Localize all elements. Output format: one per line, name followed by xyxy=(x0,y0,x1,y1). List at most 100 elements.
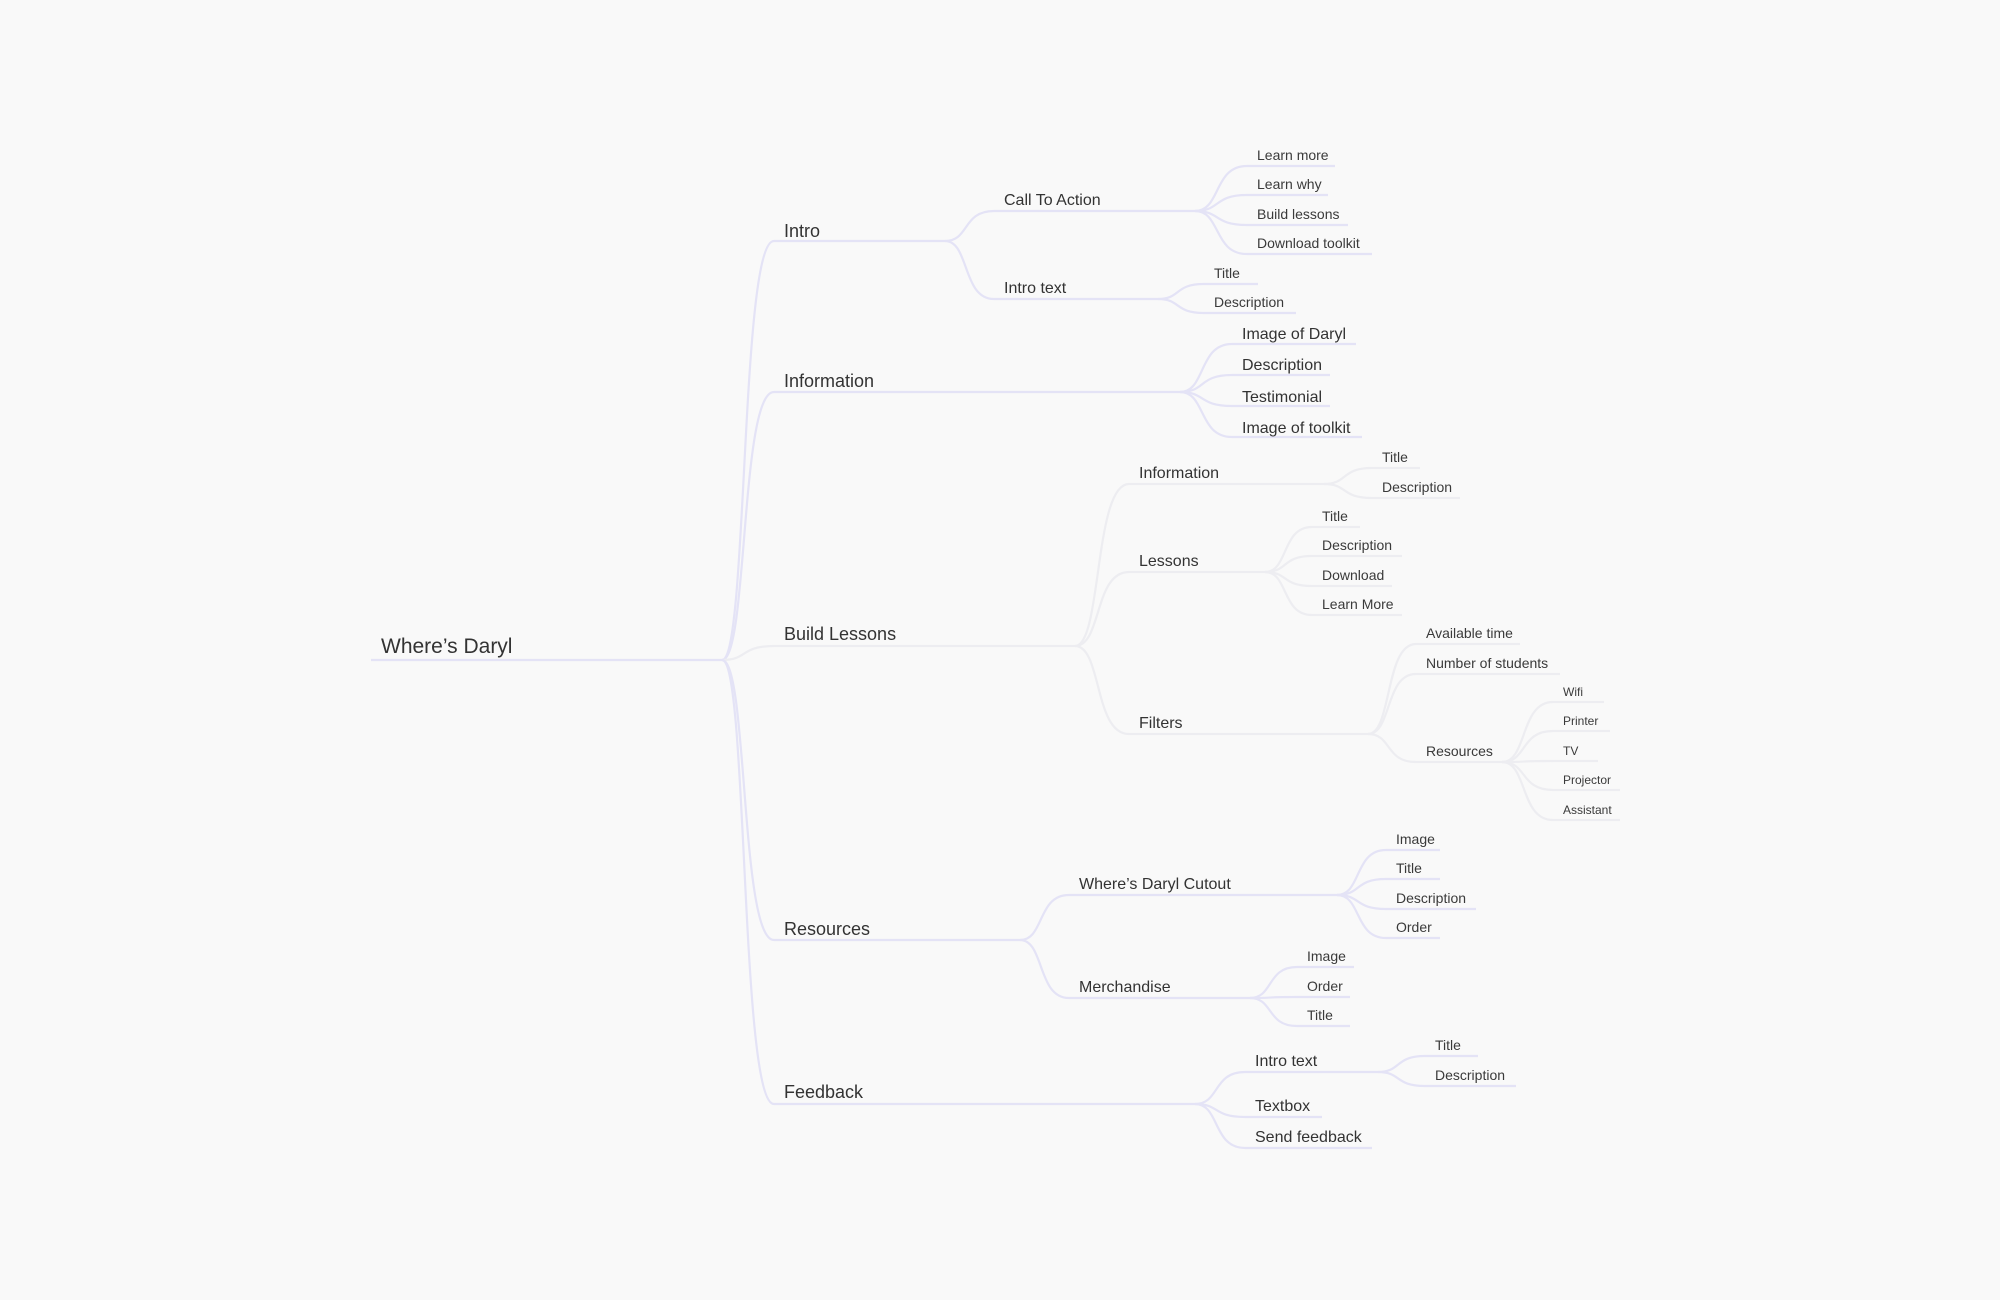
topic-label: Available time xyxy=(1426,625,1513,641)
topic-label: Information xyxy=(1139,465,1219,482)
topic-node-filters[interactable]: Filters xyxy=(1129,715,1368,736)
topic-node-learn-more[interactable]: Learn More xyxy=(1312,596,1402,617)
topic-node-resources[interactable]: Resources xyxy=(774,919,1020,942)
topic-node-description[interactable]: Description xyxy=(1204,294,1296,315)
topic-label: Learn more xyxy=(1257,147,1329,163)
topic-label: Printer xyxy=(1563,714,1598,728)
topic-node-build-lessons[interactable]: Build lessons xyxy=(1247,206,1348,227)
topic-node-title[interactable]: Title xyxy=(1312,508,1360,529)
root-topic-wheres-daryl[interactable]: Where’s Daryl xyxy=(371,635,722,662)
connector-image-of-daryl xyxy=(1179,342,1233,394)
topic-label: Assistant xyxy=(1563,803,1612,817)
topic-node-learn-more[interactable]: Learn more xyxy=(1247,147,1335,168)
connector-learn-more xyxy=(1194,164,1248,213)
topic-node-printer[interactable]: Printer xyxy=(1553,714,1610,733)
topic-label: Description xyxy=(1322,537,1392,553)
topic-label: Download toolkit xyxy=(1257,235,1360,251)
topic-node-tv[interactable]: TV xyxy=(1553,744,1598,763)
topic-label: Testimonial xyxy=(1242,389,1322,406)
topic-node-description[interactable]: Description xyxy=(1312,537,1402,558)
topic-node-wheres-daryl-cutout[interactable]: Where’s Daryl Cutout xyxy=(1069,876,1337,897)
topic-label: Call To Action xyxy=(1004,192,1101,209)
topic-label: Order xyxy=(1396,919,1432,935)
topic-node-textbox[interactable]: Textbox xyxy=(1245,1098,1322,1119)
topic-label: Textbox xyxy=(1255,1098,1310,1115)
topic-label: Description xyxy=(1214,294,1284,310)
topic-label: Title xyxy=(1214,265,1240,281)
topic-node-title[interactable]: Title xyxy=(1297,1007,1350,1028)
connector-title xyxy=(1264,525,1313,574)
connector-available-time xyxy=(1367,642,1417,736)
topic-node-learn-why[interactable]: Learn why xyxy=(1247,176,1328,197)
connector-filters xyxy=(1074,644,1130,736)
connector-wheres-daryl-cutout xyxy=(1019,893,1070,942)
connector-image-of-toolkit xyxy=(1179,390,1233,439)
topic-node-feedback[interactable]: Feedback xyxy=(774,1082,1195,1106)
topic-node-resources[interactable]: Resources xyxy=(1416,743,1502,764)
connector-assistant xyxy=(1501,760,1554,822)
topic-node-call-to-action[interactable]: Call To Action xyxy=(994,192,1195,213)
topic-node-intro-text[interactable]: Intro text xyxy=(994,280,1158,301)
topic-node-wifi[interactable]: Wifi xyxy=(1553,685,1604,704)
topic-node-assistant[interactable]: Assistant xyxy=(1553,803,1620,822)
topic-label: Intro xyxy=(784,221,820,241)
topic-node-description[interactable]: Description xyxy=(1425,1067,1516,1088)
topic-node-image-of-toolkit[interactable]: Image of toolkit xyxy=(1232,420,1362,439)
connector-printer xyxy=(1501,729,1554,764)
connector-call-to-action xyxy=(944,209,995,243)
topic-label: Information xyxy=(784,371,874,391)
topic-node-number-of-students[interactable]: Number of students xyxy=(1416,655,1560,676)
topic-label: Title xyxy=(1307,1007,1333,1023)
topic-node-merchandise[interactable]: Merchandise xyxy=(1069,979,1250,1000)
topic-label: Send feedback xyxy=(1255,1129,1363,1146)
connector-title xyxy=(1377,1054,1426,1074)
topic-node-intro-text[interactable]: Intro text xyxy=(1245,1053,1378,1074)
topic-label: Number of students xyxy=(1426,655,1548,671)
connector-information xyxy=(1074,482,1130,648)
topic-node-download-toolkit[interactable]: Download toolkit xyxy=(1247,235,1372,256)
connector-projector xyxy=(1501,760,1554,792)
connector-resources xyxy=(721,658,775,942)
connector-feedback xyxy=(720,658,775,1106)
topic-node-available-time[interactable]: Available time xyxy=(1416,625,1520,646)
topic-node-projector[interactable]: Projector xyxy=(1553,773,1620,792)
topic-node-description[interactable]: Description xyxy=(1372,479,1460,500)
topic-node-title[interactable]: Title xyxy=(1204,265,1258,286)
topic-label: Lessons xyxy=(1139,553,1199,570)
topic-node-title[interactable]: Title xyxy=(1425,1037,1478,1058)
connector-order xyxy=(1249,995,1298,1000)
connector-title xyxy=(1249,996,1298,1028)
topic-label: Resources xyxy=(1426,743,1493,759)
topic-label: Title xyxy=(1382,449,1408,465)
connector-number-of-students xyxy=(1367,672,1417,736)
topic-node-testimonial[interactable]: Testimonial xyxy=(1232,389,1330,408)
topic-node-information[interactable]: Information xyxy=(1129,465,1324,486)
topic-label: Description xyxy=(1242,357,1322,374)
connector-send-feedback xyxy=(1194,1102,1246,1150)
topic-node-title[interactable]: Title xyxy=(1386,860,1440,881)
topic-node-image[interactable]: Image xyxy=(1386,831,1440,852)
topic-node-image[interactable]: Image xyxy=(1297,948,1354,969)
topic-node-title[interactable]: Title xyxy=(1372,449,1420,470)
topic-node-intro[interactable]: Intro xyxy=(774,221,945,243)
topic-label: Title xyxy=(1396,860,1422,876)
topic-label: Title xyxy=(1322,508,1348,524)
topic-node-description[interactable]: Description xyxy=(1232,357,1330,377)
topic-node-send-feedback[interactable]: Send feedback xyxy=(1245,1129,1372,1150)
topic-node-order[interactable]: Order xyxy=(1297,978,1350,999)
topic-node-order[interactable]: Order xyxy=(1386,919,1440,940)
topic-label: Title xyxy=(1435,1037,1461,1053)
connector-image xyxy=(1336,848,1387,897)
topic-label: Description xyxy=(1396,890,1466,906)
topic-label: Filters xyxy=(1139,715,1183,732)
topic-node-image-of-daryl[interactable]: Image of Daryl xyxy=(1232,326,1356,346)
topic-label: Image xyxy=(1396,831,1435,847)
topic-node-description[interactable]: Description xyxy=(1386,890,1476,911)
connector-title xyxy=(1157,282,1205,301)
topic-node-information[interactable]: Information xyxy=(774,371,1180,394)
topic-node-lessons[interactable]: Lessons xyxy=(1129,553,1265,574)
topic-node-download[interactable]: Download xyxy=(1312,567,1392,588)
connector-intro-text xyxy=(944,239,995,301)
topic-node-build-lessons[interactable]: Build Lessons xyxy=(774,624,1075,648)
